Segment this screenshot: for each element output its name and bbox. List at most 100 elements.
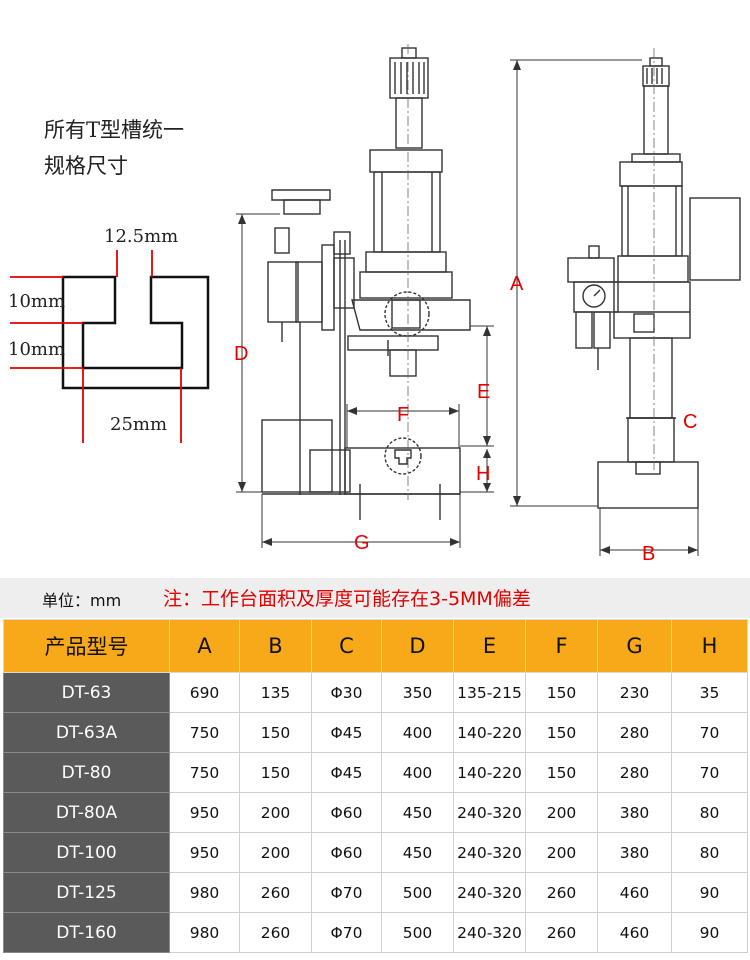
cell-e: 240-320 [453,832,526,873]
cell-f: 150 [525,752,598,793]
model-cell: DT-100 [3,832,170,873]
side-view-arrowheads [513,60,698,554]
cell-h: 70 [671,752,748,793]
cell-e: 140-220 [453,712,526,753]
cell-g: 280 [597,712,672,753]
cell-c: Φ30 [311,672,382,713]
front-view-dimension-lines [236,213,494,548]
header-f: F [525,619,598,673]
cell-h: 35 [671,672,748,713]
cell-f: 150 [525,712,598,753]
machine-dimension-drawing: 12.5mm 10mm 10mm 25mm [8,44,741,565]
cell-f: 200 [525,792,598,833]
header-b: B [239,619,312,673]
header-g: G [597,619,672,673]
model-cell: DT-160 [3,912,170,953]
cell-e: 240-320 [453,912,526,953]
dim-label-f: F [397,404,409,426]
tslot-dim-height2: 10mm [8,339,65,360]
model-cell: DT-125 [3,872,170,913]
cell-b: 260 [239,872,312,913]
tslot-note-line2: 规格尺寸 [44,154,128,178]
cell-g: 460 [597,912,672,953]
cell-c: Φ60 [311,832,382,873]
header-model: 产品型号 [3,619,170,673]
tslot-note: 所有T型槽统一 规格尺寸 [44,112,184,184]
dim-label-h: H [476,463,490,485]
header-e: E [453,619,526,673]
cell-a: 950 [169,832,240,873]
cell-g: 380 [597,792,672,833]
dim-label-b: B [642,543,655,565]
cell-c: Φ45 [311,712,382,753]
table-row: DT-125 980 260 Φ70 500 240-320 260 460 9… [3,872,748,913]
dim-label-g: G [354,532,370,554]
dim-label-a: A [510,273,524,295]
tslot-note-line1: 所有T型槽统一 [44,118,185,142]
side-view-dimension-lines [510,59,699,556]
cell-e: 135-215 [453,672,526,713]
cell-h: 80 [671,792,748,833]
cell-a: 750 [169,712,240,753]
table-row: DT-160 980 260 Φ70 500 240-320 260 460 9… [3,912,748,953]
unit-bar: 单位：mm 注：工作台面积及厚度可能存在3-5MM偏差 [0,578,750,618]
cell-a: 980 [169,912,240,953]
cell-d: 350 [381,672,454,713]
front-view-machine [261,47,471,520]
cell-d: 400 [381,712,454,753]
dim-label-c: C [683,411,697,433]
cell-a: 950 [169,792,240,833]
cell-c: Φ45 [311,752,382,793]
spec-table: 产品型号 A B C D E F G H DT-63 690 135 Φ30 3… [3,619,748,953]
cell-a: 750 [169,752,240,793]
header-c: C [311,619,382,673]
front-view-arrowheads [238,214,491,546]
table-header-row: 产品型号 A B C D E F G H [3,619,748,673]
cell-d: 450 [381,832,454,873]
cell-g: 460 [597,872,672,913]
table-row: DT-63A 750 150 Φ45 400 140-220 150 280 7… [3,712,748,753]
cell-h: 90 [671,912,748,953]
table-row: DT-100 950 200 Φ60 450 240-320 200 380 8… [3,832,748,873]
tslot-dim-height1: 10mm [8,291,65,312]
cell-c: Φ60 [311,792,382,833]
cell-g: 280 [597,752,672,793]
cell-h: 90 [671,872,748,913]
cell-d: 500 [381,912,454,953]
cell-e: 140-220 [453,752,526,793]
cell-b: 200 [239,792,312,833]
cell-b: 150 [239,752,312,793]
model-cell: DT-63 [3,672,170,713]
cell-e: 240-320 [453,792,526,833]
cell-a: 980 [169,872,240,913]
tolerance-note: 注：工作台面积及厚度可能存在3-5MM偏差 [163,588,531,610]
cell-d: 450 [381,792,454,833]
model-cell: DT-80 [3,752,170,793]
header-d: D [381,619,454,673]
cell-b: 150 [239,712,312,753]
header-h: H [671,619,748,673]
cell-b: 135 [239,672,312,713]
cell-a: 690 [169,672,240,713]
tslot-dimension-lines [10,250,182,443]
tslot-dim-bottom: 25mm [110,414,167,435]
model-cell: DT-63A [3,712,170,753]
table-row: DT-63 690 135 Φ30 350 135-215 150 230 35 [3,672,748,713]
cell-h: 80 [671,832,748,873]
cell-f: 260 [525,912,598,953]
cell-g: 380 [597,832,672,873]
cell-b: 200 [239,832,312,873]
cell-f: 200 [525,832,598,873]
header-a: A [169,619,240,673]
cell-e: 240-320 [453,872,526,913]
dim-label-e: E [477,381,490,403]
unit-label: 单位：mm [42,591,122,610]
cell-h: 70 [671,712,748,753]
table-row: DT-80 750 150 Φ45 400 140-220 150 280 70 [3,752,748,793]
dimension-letters: A B C D E F G H [234,273,697,565]
cell-c: Φ70 [311,872,382,913]
tslot-profile [61,275,210,390]
model-cell: DT-80A [3,792,170,833]
cell-f: 260 [525,872,598,913]
cell-d: 400 [381,752,454,793]
